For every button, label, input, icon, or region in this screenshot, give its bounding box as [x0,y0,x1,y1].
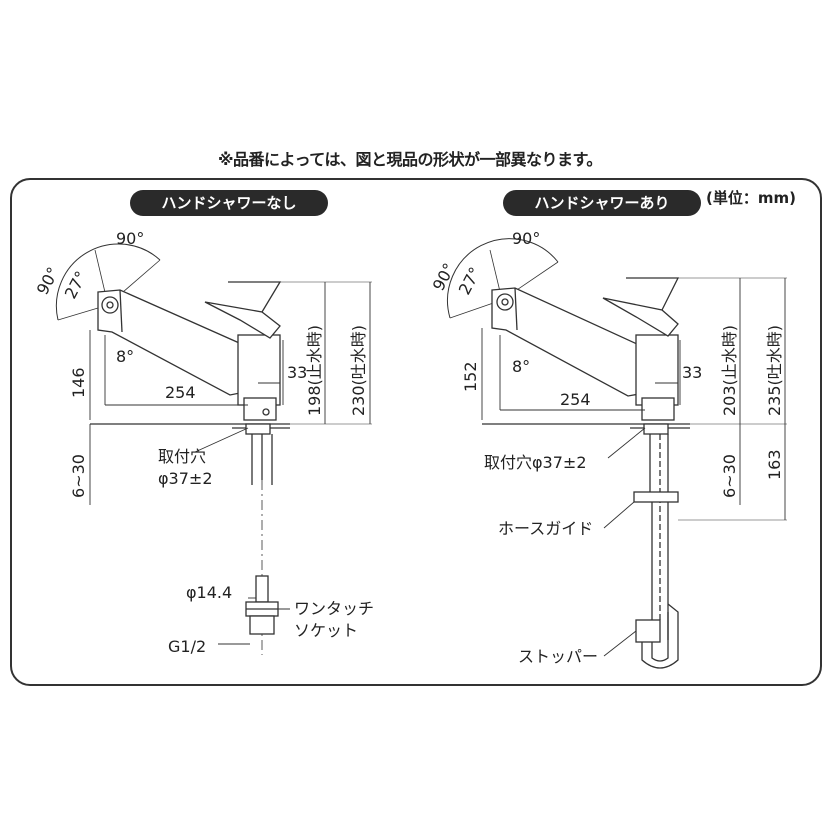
right-panel-title: ハンドシャワーあり [503,190,701,216]
stopper-label: ストッパー [518,647,598,666]
left-labels: 90° 90° 27° 8° 146 254 33 198(止水時) 230(吐… [33,229,374,656]
left-panel-title: ハンドシャワーなし [130,190,328,216]
left-angle-90-top: 90° [116,229,144,248]
left-mount-hole-dim: φ37±2 [158,469,213,488]
right-angle-8: 8° [512,357,530,376]
right-faucet [447,238,690,669]
left-dim-146: 146 [69,367,88,398]
left-dim-198: 198(止水時) [305,325,324,416]
right-labels: 90° 90° 27° 8° 152 254 33 203(止水時) 235(吐… [429,229,784,666]
one-touch-socket-label-1: ワンタッチ [294,599,374,618]
right-dim-152: 152 [461,361,480,392]
hose-guide-label: ホースガイド [498,519,593,538]
left-mount-hole-label: 取付穴 [158,447,206,466]
right-dim-254: 254 [560,390,591,409]
unit-label: (単位：mm) [706,189,796,207]
right-angle-27: 27° [455,264,485,298]
right-dim-203: 203(止水時) [720,325,739,416]
left-g12-label: G1/2 [168,637,206,656]
notice-text: ※品番によっては、図と現品の形状が一部異なります。 [218,150,602,169]
right-dimension-lines [481,277,787,657]
right-mount-hole-label: 取付穴φ37±2 [484,453,587,472]
right-dim-33: 33 [682,363,702,382]
left-dim-254: 254 [165,383,196,402]
left-dim-6-30: 6~30 [69,454,88,498]
left-dimension-lines [89,281,372,645]
right-dim-163: 163 [765,449,784,480]
left-dim-230: 230(吐水時) [349,325,368,416]
left-angle-8: 8° [116,347,134,366]
right-dim-235: 235(吐水時) [765,325,784,416]
right-angle-90-top: 90° [512,229,540,248]
diagram-frame [10,178,822,686]
left-dim-14-4: φ14.4 [186,583,232,602]
one-touch-socket-label-2: ソケット [294,621,358,640]
right-dim-6-30: 6~30 [720,454,739,498]
left-dim-33: 33 [287,363,307,382]
left-faucet [55,243,290,655]
left-angle-90-side: 90° [33,264,63,298]
